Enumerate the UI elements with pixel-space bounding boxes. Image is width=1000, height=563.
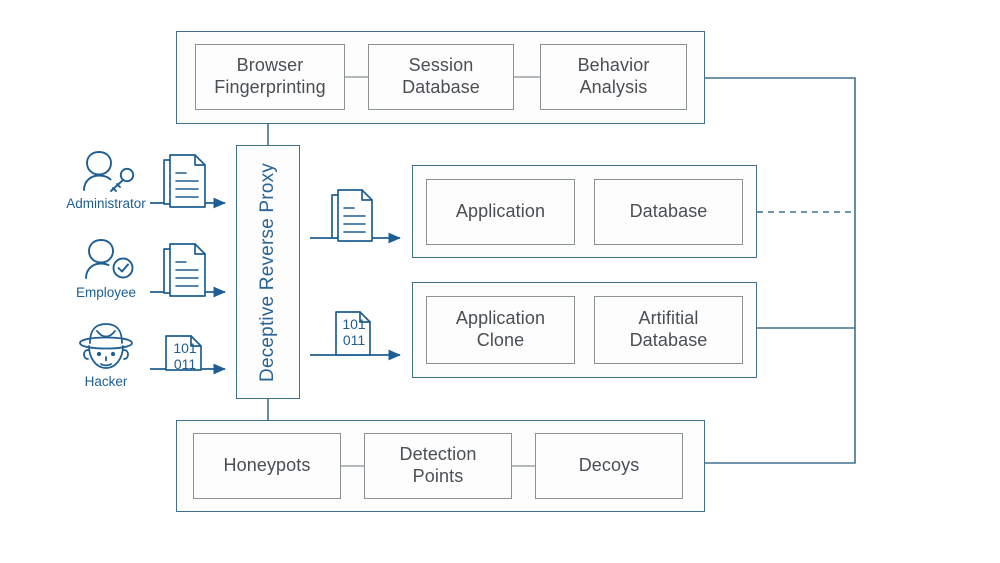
document-stack-icon (163, 243, 206, 297)
user-check-icon (85, 239, 134, 279)
actor-label-employee: Employee (75, 285, 137, 300)
deceptive-reverse-proxy[interactable]: Deceptive Reverse Proxy (236, 145, 300, 399)
node-decoys[interactable]: Decoys (535, 433, 683, 499)
document-binary-icon (335, 311, 371, 356)
document-stack-icon (331, 189, 373, 242)
user-key-icon (83, 151, 135, 192)
document-stack-icon (163, 154, 206, 208)
node-honeypots[interactable]: Honeypots (193, 433, 341, 499)
document-binary-icon (165, 335, 202, 371)
actor-label-hacker: Hacker (84, 374, 128, 389)
node-application[interactable]: Application (426, 179, 575, 245)
hacker-hat-icon (79, 323, 133, 369)
connector-top-feedback (705, 77, 856, 212)
connector-bottom-feedback (705, 212, 856, 464)
node-database[interactable]: Database (594, 179, 743, 245)
actor-label-administrator: Administrator (66, 196, 146, 211)
